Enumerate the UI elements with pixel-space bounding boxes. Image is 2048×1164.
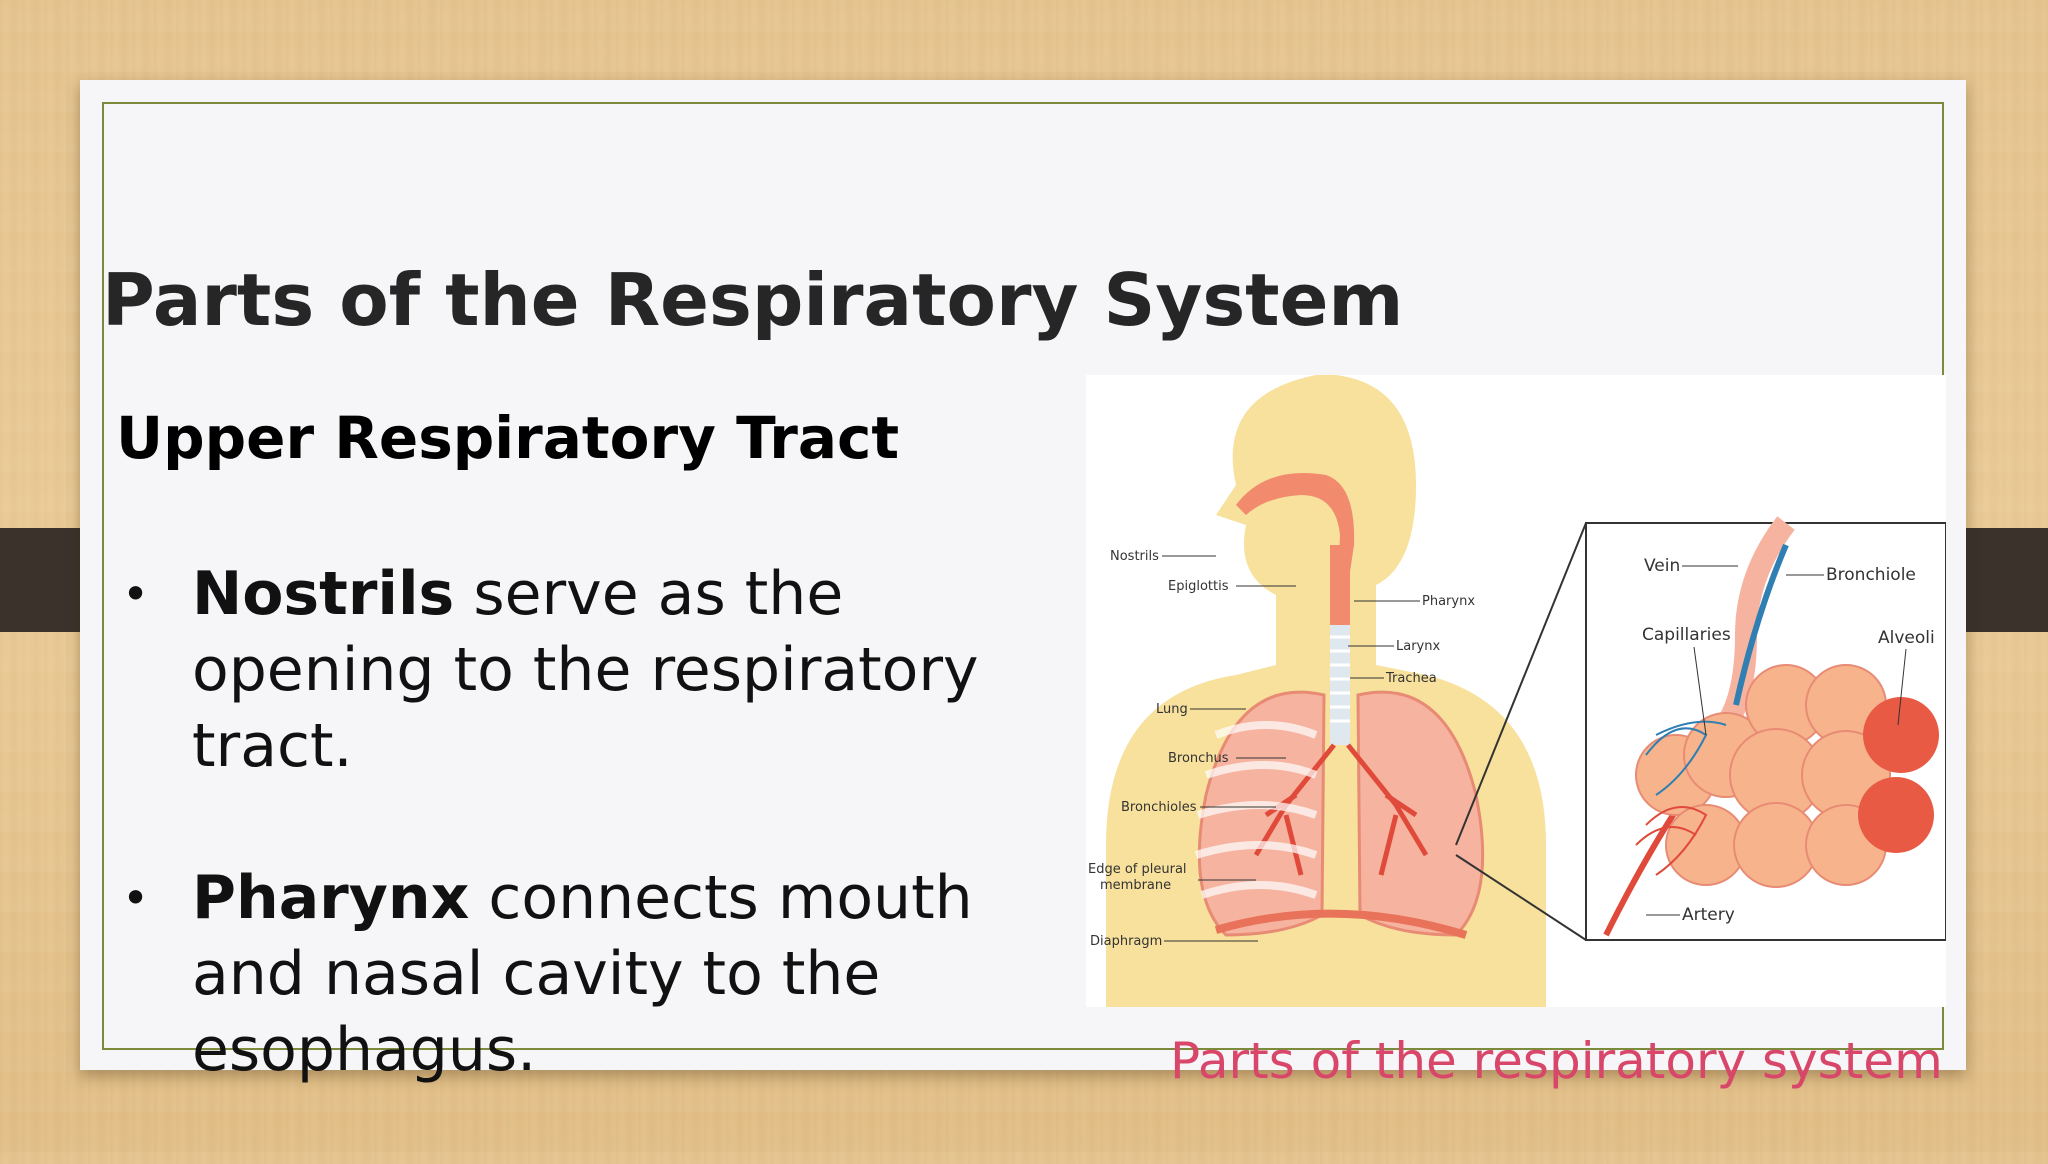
respiratory-diagram-svg: Nostrils Epiglottis Pharynx Larynx Trach…: [1088, 375, 1947, 1007]
bullet-item-pharynx: • Pharynx connects mouth and nasal cavity…: [116, 860, 1016, 1088]
label-larynx: Larynx: [1396, 639, 1440, 654]
bullet-term: Nostrils: [192, 559, 455, 629]
bullet-list: • Nostrils serve as the opening to the re…: [116, 556, 1016, 1164]
label-pleural-2: membrane: [1100, 878, 1171, 893]
label-pleural-1: Edge of pleural: [1088, 862, 1187, 877]
bullet-dot: •: [122, 567, 150, 621]
label-nostrils: Nostrils: [1110, 549, 1159, 564]
label-bronchiole: Bronchiole: [1826, 565, 1916, 585]
label-diaphragm: Diaphragm: [1090, 934, 1162, 949]
label-bronchus: Bronchus: [1168, 751, 1229, 766]
bullet-text: connects mouth and nasal cavity to the e…: [192, 863, 973, 1085]
label-pharynx: Pharynx: [1422, 594, 1475, 609]
airway: [1236, 473, 1355, 745]
slide-subtitle: Upper Respiratory Tract: [116, 404, 900, 472]
lungs: [1194, 690, 1485, 939]
label-trachea: Trachea: [1385, 671, 1437, 686]
slide-title: Parts of the Respiratory System: [102, 258, 1404, 342]
bullet-text: serve as the opening to the respiratory …: [192, 559, 979, 781]
label-bronchioles: Bronchioles: [1121, 800, 1197, 815]
bullet-term: Pharynx: [192, 863, 470, 933]
figure-caption: Parts of the respiratory system: [1170, 1032, 1943, 1090]
inset-labels: Vein Bronchiole Capillaries Alveoli Arte…: [1642, 556, 1935, 925]
alveoli-inset: [1455, 516, 1947, 941]
label-alveoli: Alveoli: [1878, 628, 1935, 648]
bullet-item-nostrils: • Nostrils serve as the opening to the re…: [116, 556, 1016, 784]
label-vein: Vein: [1644, 556, 1680, 576]
label-capillaries: Capillaries: [1642, 625, 1731, 645]
label-lung: Lung: [1156, 702, 1188, 717]
label-artery: Artery: [1682, 905, 1735, 925]
label-epiglottis: Epiglottis: [1168, 579, 1229, 594]
respiratory-diagram: Nostrils Epiglottis Pharynx Larynx Trach…: [1086, 375, 1947, 1007]
label-leaders: [1162, 555, 1907, 942]
diagram-labels: Nostrils Epiglottis Pharynx Larynx Trach…: [1088, 549, 1475, 949]
bullet-dot: •: [122, 871, 150, 925]
